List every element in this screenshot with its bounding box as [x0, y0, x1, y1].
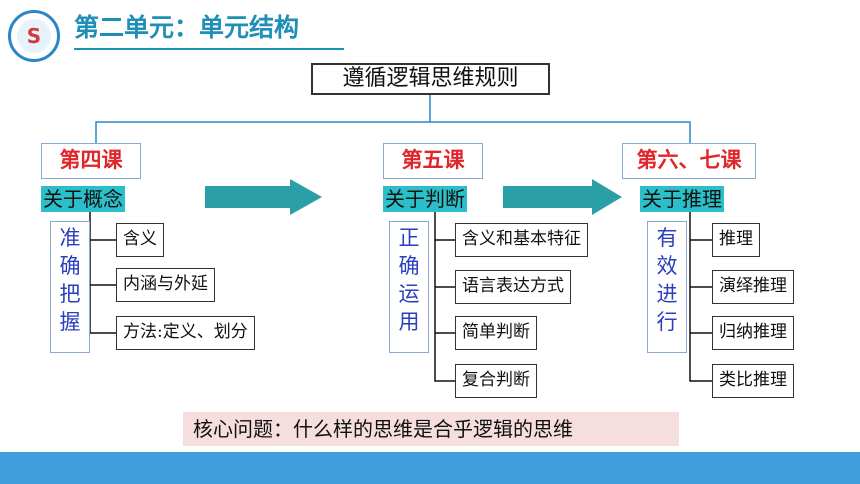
tree-lines-concept	[89, 211, 116, 334]
item-concept-meaning: 含义	[116, 223, 164, 257]
item-reasoning-inductive: 归纳推理	[712, 316, 794, 350]
logo-emblem-icon: S	[17, 19, 51, 53]
topic-concept: 关于概念	[41, 186, 125, 212]
item-reasoning-deductive: 演绎推理	[712, 270, 794, 304]
item-judgment-features: 含义和基本特征	[455, 223, 588, 257]
side-label-reasoning: 有效进行	[647, 221, 687, 353]
lesson-4-box: 第四课	[41, 143, 141, 179]
arrow-right-1	[205, 179, 322, 215]
side-label-concept: 准确把握	[50, 221, 90, 353]
root-node: 遵循逻辑思维规则	[311, 63, 550, 95]
item-reasoning-inference: 推理	[712, 223, 760, 257]
footer-bar	[0, 452, 860, 484]
item-concept-extension: 内涵与外延	[116, 268, 215, 302]
side-label-judgment: 正确运用	[389, 221, 429, 353]
arrow-right-2	[503, 179, 622, 215]
topic-judgment: 关于判断	[383, 186, 467, 212]
item-concept-method: 方法:定义、划分	[116, 316, 255, 350]
tree-lines-reasoning	[689, 211, 712, 382]
core-question: 核心问题：什么样的思维是合乎逻辑的思维	[183, 412, 679, 446]
topic-reasoning: 关于推理	[640, 186, 724, 212]
lesson-6-7-box: 第六、七课	[622, 143, 756, 179]
tree-lines-judgment	[434, 211, 455, 382]
root-bracket	[95, 121, 691, 143]
lesson-5-box: 第五课	[383, 143, 483, 179]
item-judgment-simple: 简单判断	[455, 316, 537, 350]
page-title: 第二单元：单元结构	[74, 13, 300, 42]
item-judgment-expression: 语言表达方式	[455, 270, 571, 304]
item-judgment-compound: 复合判断	[455, 364, 537, 398]
title-underline	[74, 48, 344, 50]
item-reasoning-analogical: 类比推理	[712, 364, 794, 398]
school-logo: S	[8, 10, 60, 62]
